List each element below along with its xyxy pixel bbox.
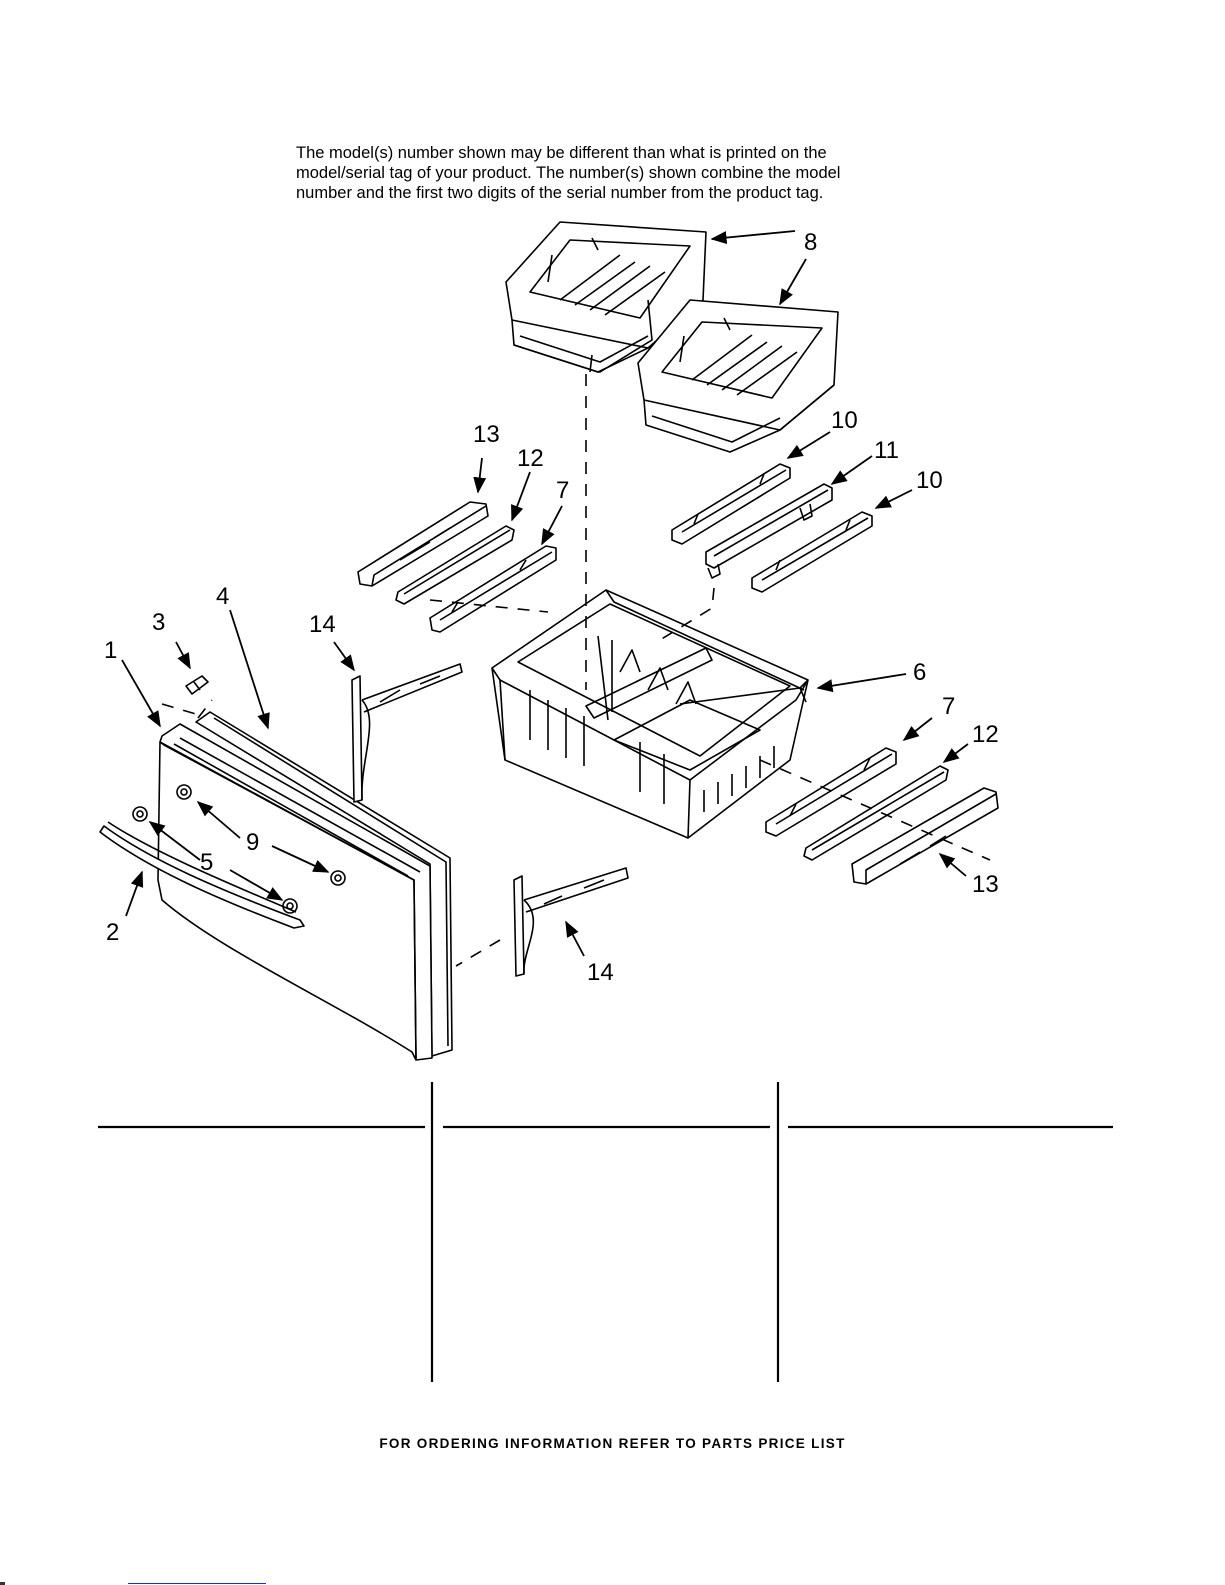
callout-14-b: 14: [587, 959, 614, 986]
ordering-info-footer: FOR ORDERING INFORMATION REFER TO PARTS …: [379, 1436, 846, 1451]
drawer-front: [157, 711, 453, 1061]
screw-5-upper: [132, 806, 148, 822]
callout-7-b: 7: [942, 693, 955, 720]
callout-numbers: 8 13 12 7 10 11 10 4 3 14 1 6 7 12 9 5 1…: [104, 229, 999, 986]
notice-line-1: The model(s) number shown may be differe…: [296, 144, 827, 162]
callout-5: 5: [200, 849, 213, 876]
slide-rail-10-upper: [671, 463, 791, 545]
page-link-underline[interactable]: [128, 1583, 266, 1584]
slide-rail-13-right: [851, 787, 999, 885]
callout-4: 4: [216, 583, 229, 610]
callout-7-a: 7: [556, 477, 569, 504]
screw-9-lower: [330, 870, 346, 886]
notice-line-2: model/serial tag of your product. The nu…: [296, 164, 841, 182]
callout-13-a: 13: [473, 421, 500, 448]
callout-13-b: 13: [972, 871, 999, 898]
callout-9: 9: [246, 829, 259, 856]
callout-2: 2: [106, 919, 119, 946]
callout-10-b: 10: [916, 467, 943, 494]
callout-1: 1: [104, 637, 117, 664]
upper-basket-rear: [505, 221, 707, 373]
callout-12-a: 12: [517, 445, 544, 472]
assembly-guide-lines: [161, 374, 991, 967]
slide-rail-10-lower: [751, 511, 873, 593]
slide-rail-12-right: [803, 765, 949, 861]
callout-8-a: 8: [804, 229, 817, 256]
slide-rail-7-right: [765, 747, 897, 837]
screw-9-upper: [176, 784, 192, 800]
leader-arrows: [121, 230, 969, 957]
model-number-notice: The model(s) number shown may be differe…: [296, 143, 936, 203]
bracket-14-lower: [513, 867, 629, 977]
callout-6: 6: [913, 659, 926, 686]
slide-rail-13-left: [357, 501, 489, 587]
callout-12-b: 12: [972, 721, 999, 748]
slide-rail-7-left: [429, 545, 557, 633]
notice-line-3: number and the first two digits of the s…: [296, 184, 824, 202]
slide-rail-12-left: [395, 525, 515, 605]
callout-3: 3: [152, 609, 165, 636]
freezer-bin: [491, 589, 809, 839]
callout-10-a: 10: [831, 407, 858, 434]
slide-rail-11: [705, 483, 833, 579]
upper-basket-front: [637, 299, 839, 453]
screw-3: [185, 675, 209, 695]
page-edge-mark: [0, 1582, 5, 1585]
screw-5-lower: [282, 898, 298, 914]
bracket-14-upper: [351, 663, 463, 803]
parts-list-frame: [98, 1082, 1113, 1382]
callout-11: 11: [874, 437, 899, 464]
callout-14-a: 14: [309, 611, 336, 638]
